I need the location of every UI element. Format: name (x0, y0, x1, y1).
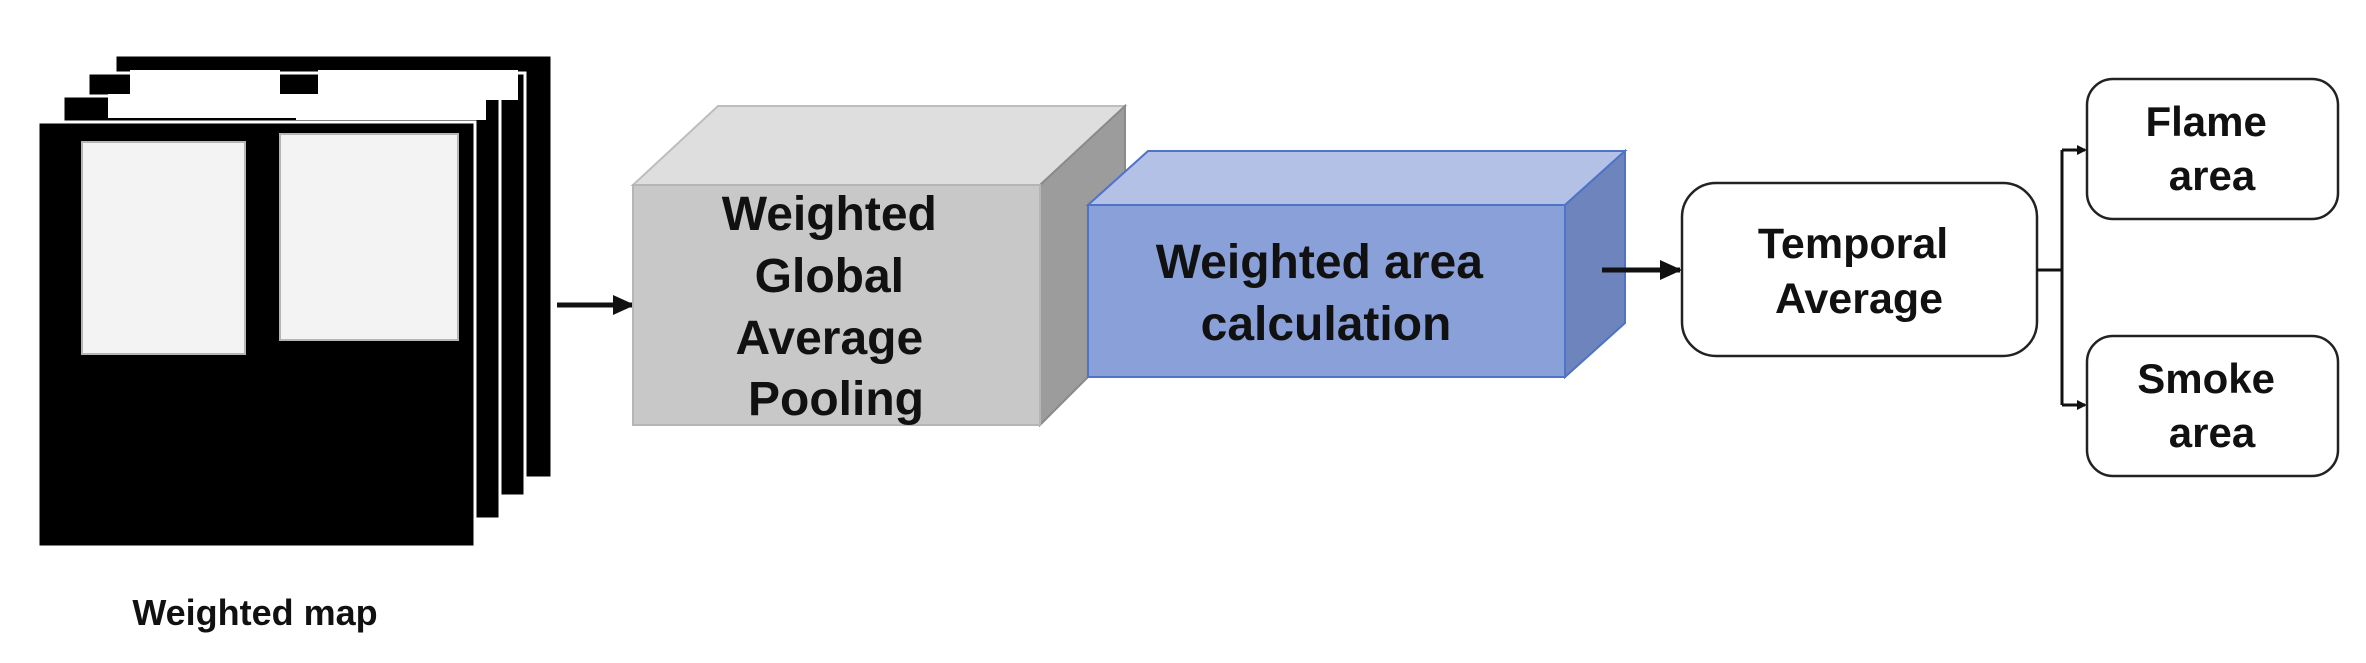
weighted-map-layer-1 (36, 120, 477, 549)
gap-block: Weighted Global Average Pooling (630, 103, 1128, 428)
area-block-label: Weighted area calculation (1156, 236, 1497, 351)
back-layer-patch (296, 94, 486, 120)
gap-block-front-face (632, 184, 1041, 426)
weighted-map-caption: Weighted map (132, 592, 377, 633)
back-layer-patch (130, 70, 280, 98)
back-layer-patch (108, 94, 298, 118)
weighted-region-right (279, 133, 459, 341)
temporal-average-box: Temporal Average (1680, 181, 2039, 358)
flame-area-label: Flame area (2145, 98, 2278, 199)
weighted-map-stack (36, 53, 554, 549)
gap-block-top-face (630, 105, 1128, 186)
output-connectors (2037, 145, 2087, 410)
weighted-region-left (81, 141, 246, 355)
smoke-area-label: Smoke area (2137, 355, 2286, 456)
smoke-area-box: Smoke area (2085, 334, 2340, 478)
gap-block-label: Weighted Global Average Pooling (722, 188, 950, 426)
flame-area-box: Flame area (2085, 77, 2340, 221)
area-block-top-face (1085, 150, 1628, 206)
temporal-average-label: Temporal Average (1758, 220, 1960, 323)
area-block-front-face (1087, 204, 1566, 378)
area-block: Weighted area calculation (1085, 148, 1628, 380)
